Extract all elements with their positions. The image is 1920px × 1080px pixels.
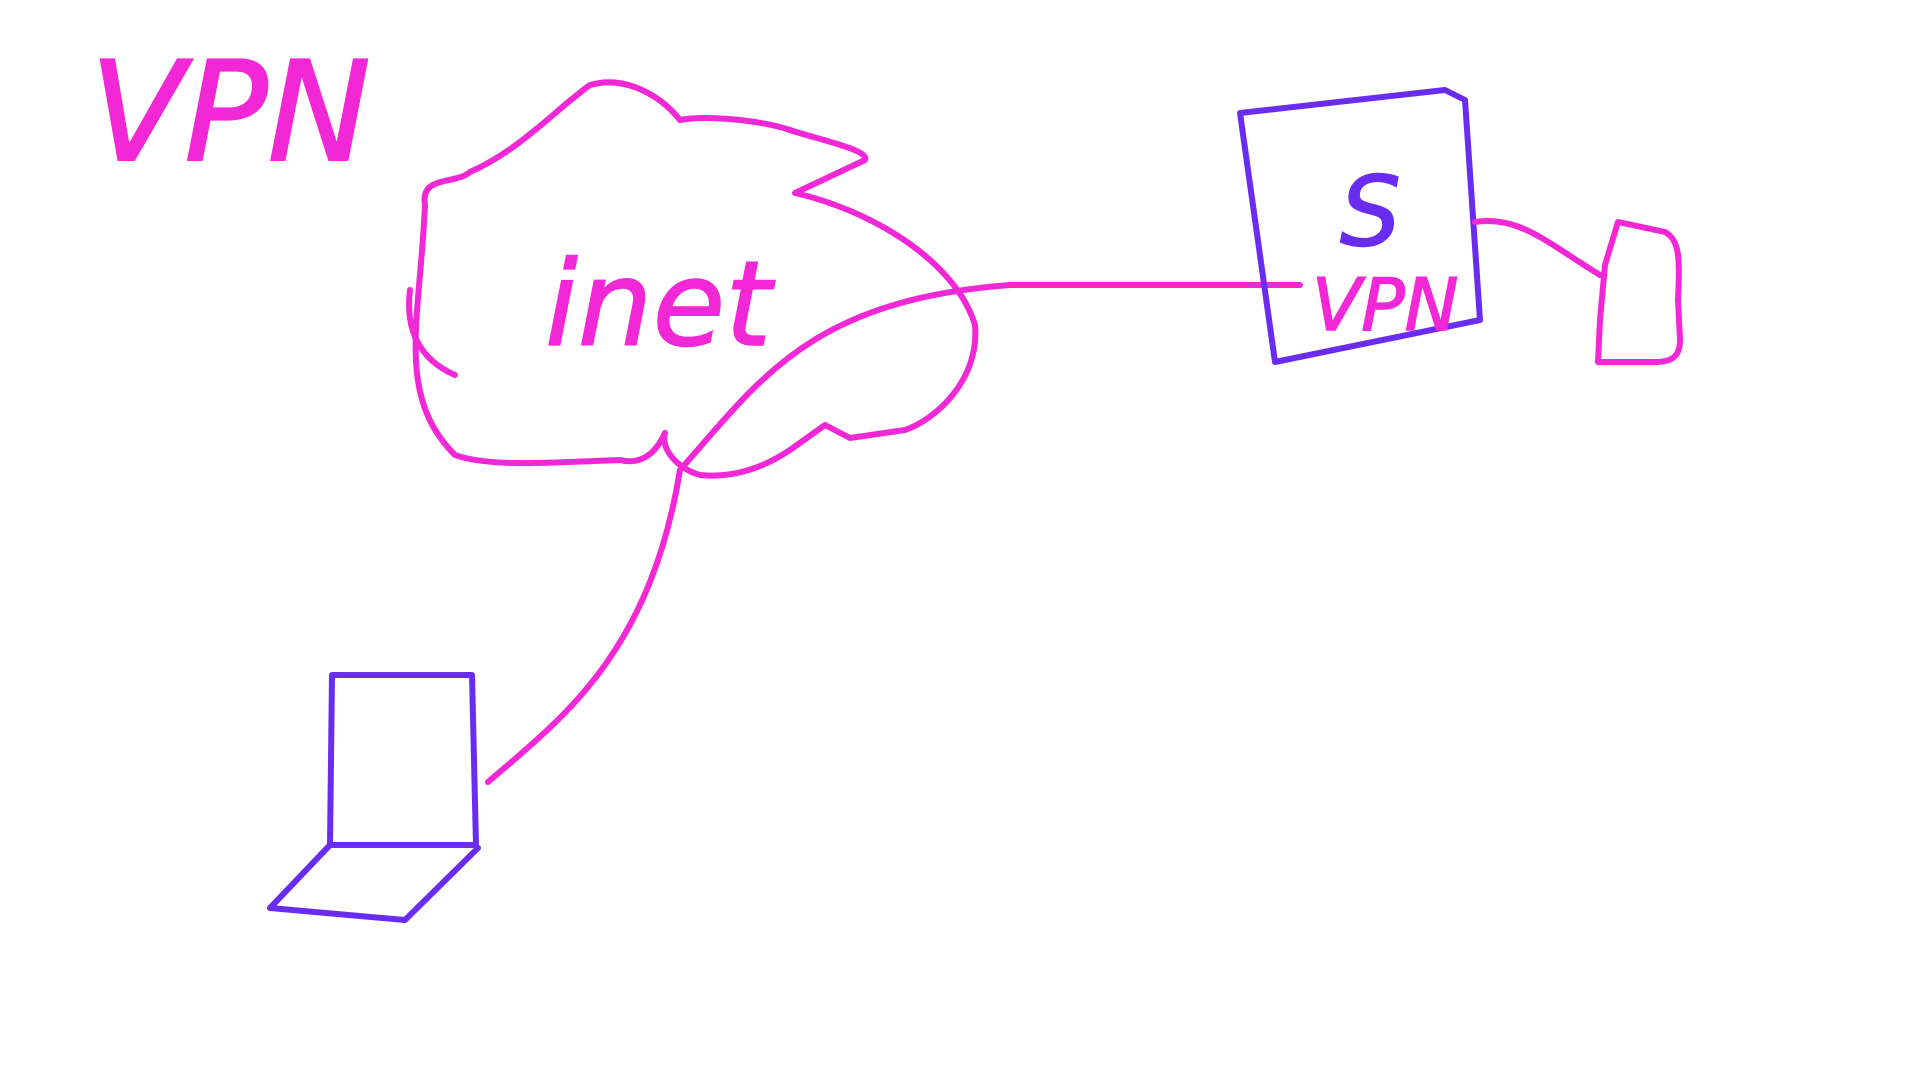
private-device-box (1595, 219, 1683, 365)
vpn-server-box (1237, 87, 1483, 365)
internet-cloud (406, 79, 979, 479)
cloud-label-inet: inet (545, 235, 775, 373)
laptop-icon (267, 672, 481, 923)
server-letter: S (1340, 156, 1401, 268)
server-to-device-connection (1472, 218, 1603, 278)
cloud-to-server-connection (677, 282, 1303, 473)
diagram-title: VPN (90, 32, 371, 193)
server-label-vpn: VPN (1312, 263, 1459, 347)
laptop-to-cloud-connection (485, 467, 683, 785)
